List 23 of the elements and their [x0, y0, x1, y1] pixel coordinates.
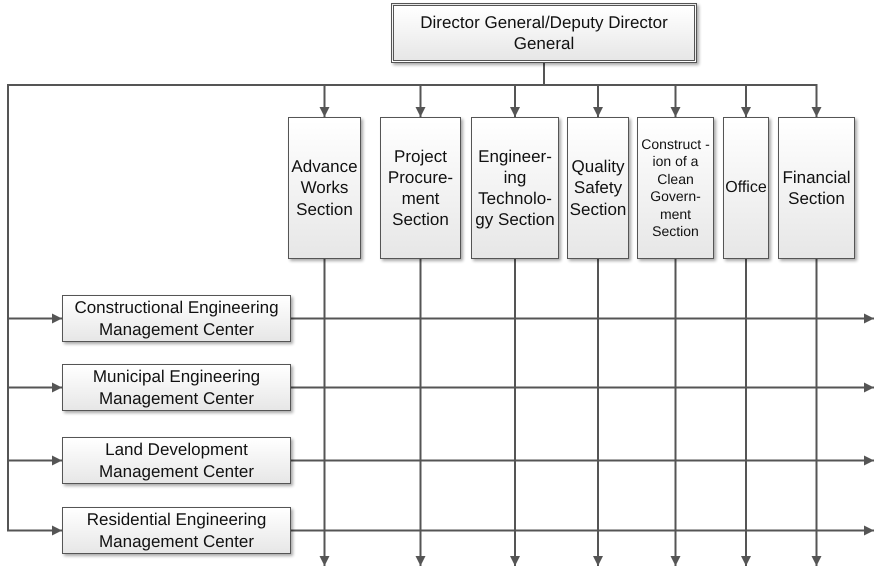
section-box: Advance Works Section	[288, 117, 361, 259]
section-box: Project Procure- ment Section	[380, 117, 461, 259]
arrow	[593, 259, 603, 566]
arrow	[291, 526, 874, 536]
arrow	[510, 259, 520, 566]
arrow	[291, 382, 874, 392]
arrow	[291, 314, 874, 324]
center-box: Residential Engineering Management Center	[62, 507, 291, 554]
section-box: Financial Section	[778, 117, 855, 259]
center-box: Municipal Engineering Management Center	[62, 364, 291, 411]
arrow	[670, 259, 680, 566]
arrow	[416, 259, 426, 566]
arrow	[741, 259, 751, 566]
arrow	[812, 259, 822, 566]
director-box: Director General/Deputy Director General	[391, 3, 697, 63]
center-box: Constructional Engineering Management Center	[62, 295, 291, 342]
section-box: Office	[723, 117, 769, 259]
section-box: Engineer- ing Technolo- gy Section	[471, 117, 559, 259]
arrow	[291, 456, 874, 466]
section-box: Construct -ion of a Clean Govern- ment Section	[637, 117, 714, 259]
arrow	[320, 259, 330, 566]
center-box: Land Development Management Center	[62, 437, 291, 484]
section-box: Quality Safety Section	[567, 117, 629, 259]
